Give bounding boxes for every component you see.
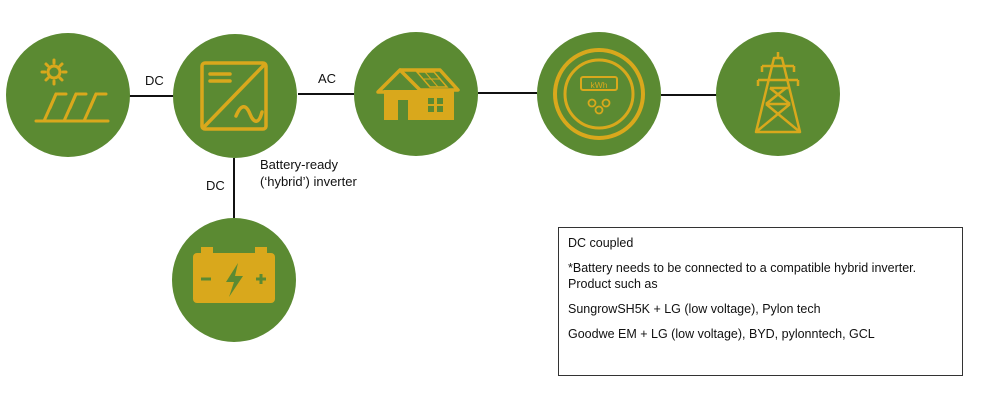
ac-label: AC xyxy=(318,71,337,86)
note-line-4: Goodwe EM + LG (low voltage), BYD, pylon… xyxy=(568,327,875,341)
note-line-2: Product such as xyxy=(568,277,658,291)
inverter-node xyxy=(173,34,297,158)
note-box: DC coupled *Battery needs to be connecte… xyxy=(558,227,963,376)
note-title: DC coupled xyxy=(568,236,634,250)
meter-display-text: kWh xyxy=(591,80,608,90)
dc-label-top: DC xyxy=(145,73,164,88)
dc-label-side: DC xyxy=(206,178,225,193)
house-icon xyxy=(376,68,460,120)
inverter-icon xyxy=(200,61,268,131)
power-pylon-icon xyxy=(754,52,802,134)
grid-node xyxy=(716,32,840,156)
note-line-1: *Battery needs to be connected to a comp… xyxy=(568,261,917,275)
house-node xyxy=(354,32,478,156)
connector-lines xyxy=(128,92,717,218)
solar-node-circle xyxy=(6,33,130,157)
inverter-caption-line1: Battery-ready xyxy=(260,157,339,172)
battery-icon xyxy=(193,247,275,303)
inverter-caption-line2: (‘hybrid’) inverter xyxy=(260,174,357,189)
solar-panel-icon xyxy=(34,58,110,123)
battery-node xyxy=(172,218,296,342)
meter-node: kWh xyxy=(537,32,661,156)
kwh-meter-icon xyxy=(553,48,645,140)
solar-node xyxy=(6,33,130,157)
note-line-3: SungrowSH5K + LG (low voltage), Pylon te… xyxy=(568,302,821,316)
